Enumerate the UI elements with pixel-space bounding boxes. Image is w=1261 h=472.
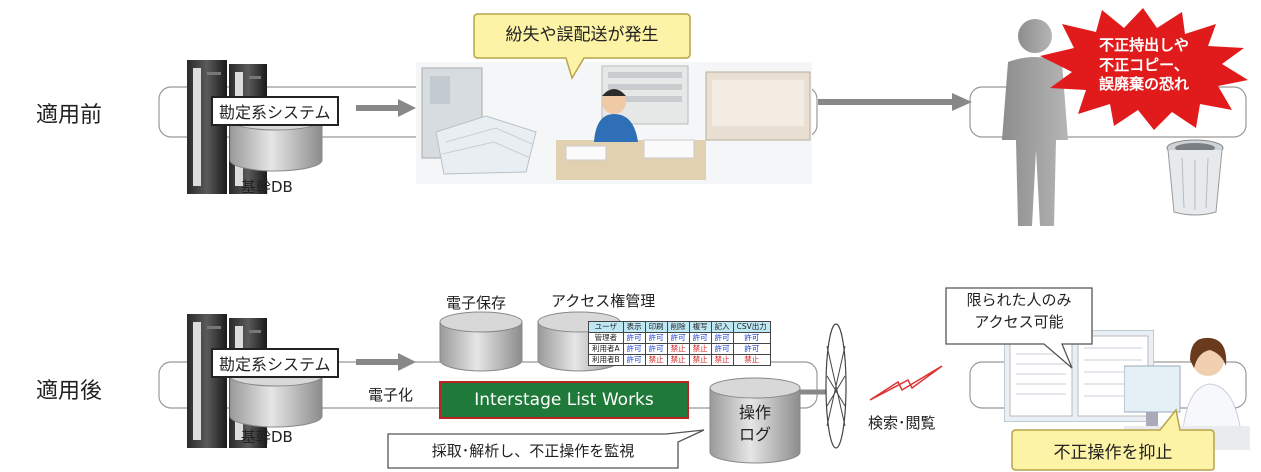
row-label-after: 適用後: [36, 379, 103, 404]
access-control-table: ユーザ 表示 印刷 削除 複写 記入 CSV出力 管理者 許可 許可 許可 許可…: [588, 321, 771, 366]
acl-header-cell: 記入: [710, 321, 734, 333]
network-cloud-icon: [800, 323, 847, 449]
digitize-label: 電子化: [368, 386, 414, 404]
system-label-after: 勘定系システム: [211, 348, 339, 378]
acl-header-cell: 印刷: [644, 321, 668, 333]
product-box: Interstage List Works: [439, 381, 689, 419]
acl-user-cell: 利用者B: [588, 354, 624, 366]
log-database-icon: [709, 377, 801, 464]
acl-row: 管理者 許可 許可 許可 許可 許可 許可: [588, 332, 771, 344]
search-view-label: 検索･閲覧: [868, 414, 936, 432]
acl-cell: 許可: [688, 332, 712, 344]
acl-cell: 許可: [644, 332, 668, 344]
system-label-before: 勘定系システム: [211, 96, 339, 126]
acl-row: 利用者B 許可 禁止 禁止 禁止 禁止 禁止: [588, 354, 771, 366]
acl-cell: 禁止: [688, 343, 712, 355]
log-label-line-2: ログ: [738, 424, 771, 444]
acl-header-cell: 削除: [666, 321, 690, 333]
acl-cell: 禁止: [688, 354, 712, 366]
acl-cell: 禁止: [666, 343, 690, 355]
log-label: 操作 ログ: [708, 402, 802, 445]
limited-access-text: 限られた人のみ アクセス可能: [946, 290, 1092, 334]
acl-cell: 禁止: [644, 354, 668, 366]
acl-cell: 許可: [732, 343, 771, 355]
monitor-callout-text: 採取･解析し、不正操作を監視: [431, 442, 635, 460]
acl-header-row: ユーザ 表示 印刷 削除 複写 記入 CSV出力: [588, 321, 771, 333]
acl-cell: 許可: [622, 332, 646, 344]
warning-line-1: 不正持出しや: [1099, 36, 1189, 54]
acl-header-cell: 複写: [688, 321, 712, 333]
access-control-label: アクセス権管理: [551, 292, 656, 310]
office-paper-scene-illustration: [416, 62, 812, 184]
warning-text: 不正持出しや 不正コピー、 誤廃棄の恐れ: [1086, 36, 1202, 95]
storage-database-icon: [439, 311, 523, 372]
arrow-icon: [356, 99, 416, 117]
arrow-icon: [356, 353, 416, 371]
acl-cell: 許可: [622, 354, 646, 366]
warning-line-2: 不正コピー、: [1099, 55, 1189, 74]
limited-access-callout-shape: [945, 287, 1093, 369]
acl-header-cell: ユーザ: [588, 321, 624, 333]
monitor-callout-shape: [387, 429, 705, 469]
warning-line-3: 誤廃棄の恐れ: [1098, 75, 1189, 93]
log-label-line-1: 操作: [738, 403, 771, 422]
db-label-before: 基幹DB: [241, 178, 293, 196]
acl-cell: 許可: [710, 332, 734, 344]
trash-can-icon: [1166, 139, 1224, 216]
row-label-before: 適用前: [36, 103, 103, 128]
prevent-callout-shape: [1011, 408, 1215, 471]
acl-cell: 禁止: [732, 354, 771, 366]
acl-user-cell: 利用者A: [588, 343, 624, 355]
speech-bubble-shape: [473, 13, 691, 80]
acl-header-cell: 表示: [622, 321, 646, 333]
db-label-after: 基幹DB: [241, 428, 293, 446]
limited-access-line-1: 限られた人のみ: [966, 291, 1072, 309]
prevent-callout-text: 不正操作を抑止: [1053, 443, 1173, 463]
acl-cell: 禁止: [666, 354, 690, 366]
acl-cell: 許可: [644, 343, 668, 355]
acl-user-cell: 管理者: [588, 332, 624, 344]
warning-burst-shape: [1040, 8, 1248, 130]
acl-cell: 許可: [710, 343, 734, 355]
lightning-icon: [869, 365, 943, 401]
acl-row: 利用者A 許可 許可 禁止 禁止 許可 許可: [588, 343, 771, 355]
acl-cell: 許可: [732, 332, 771, 344]
acl-cell: 許可: [622, 343, 646, 355]
acl-cell: 許可: [666, 332, 690, 344]
acl-header-cell: CSV出力: [732, 321, 771, 333]
speech-bubble-text: 紛失や誤配送が発生: [505, 25, 659, 45]
storage-label: 電子保存: [446, 294, 507, 312]
arrow-icon: [818, 93, 972, 111]
acl-cell: 禁止: [710, 354, 734, 366]
person-silhouette-icon: [1002, 19, 1068, 226]
limited-access-line-2: アクセス可能: [974, 312, 1064, 331]
